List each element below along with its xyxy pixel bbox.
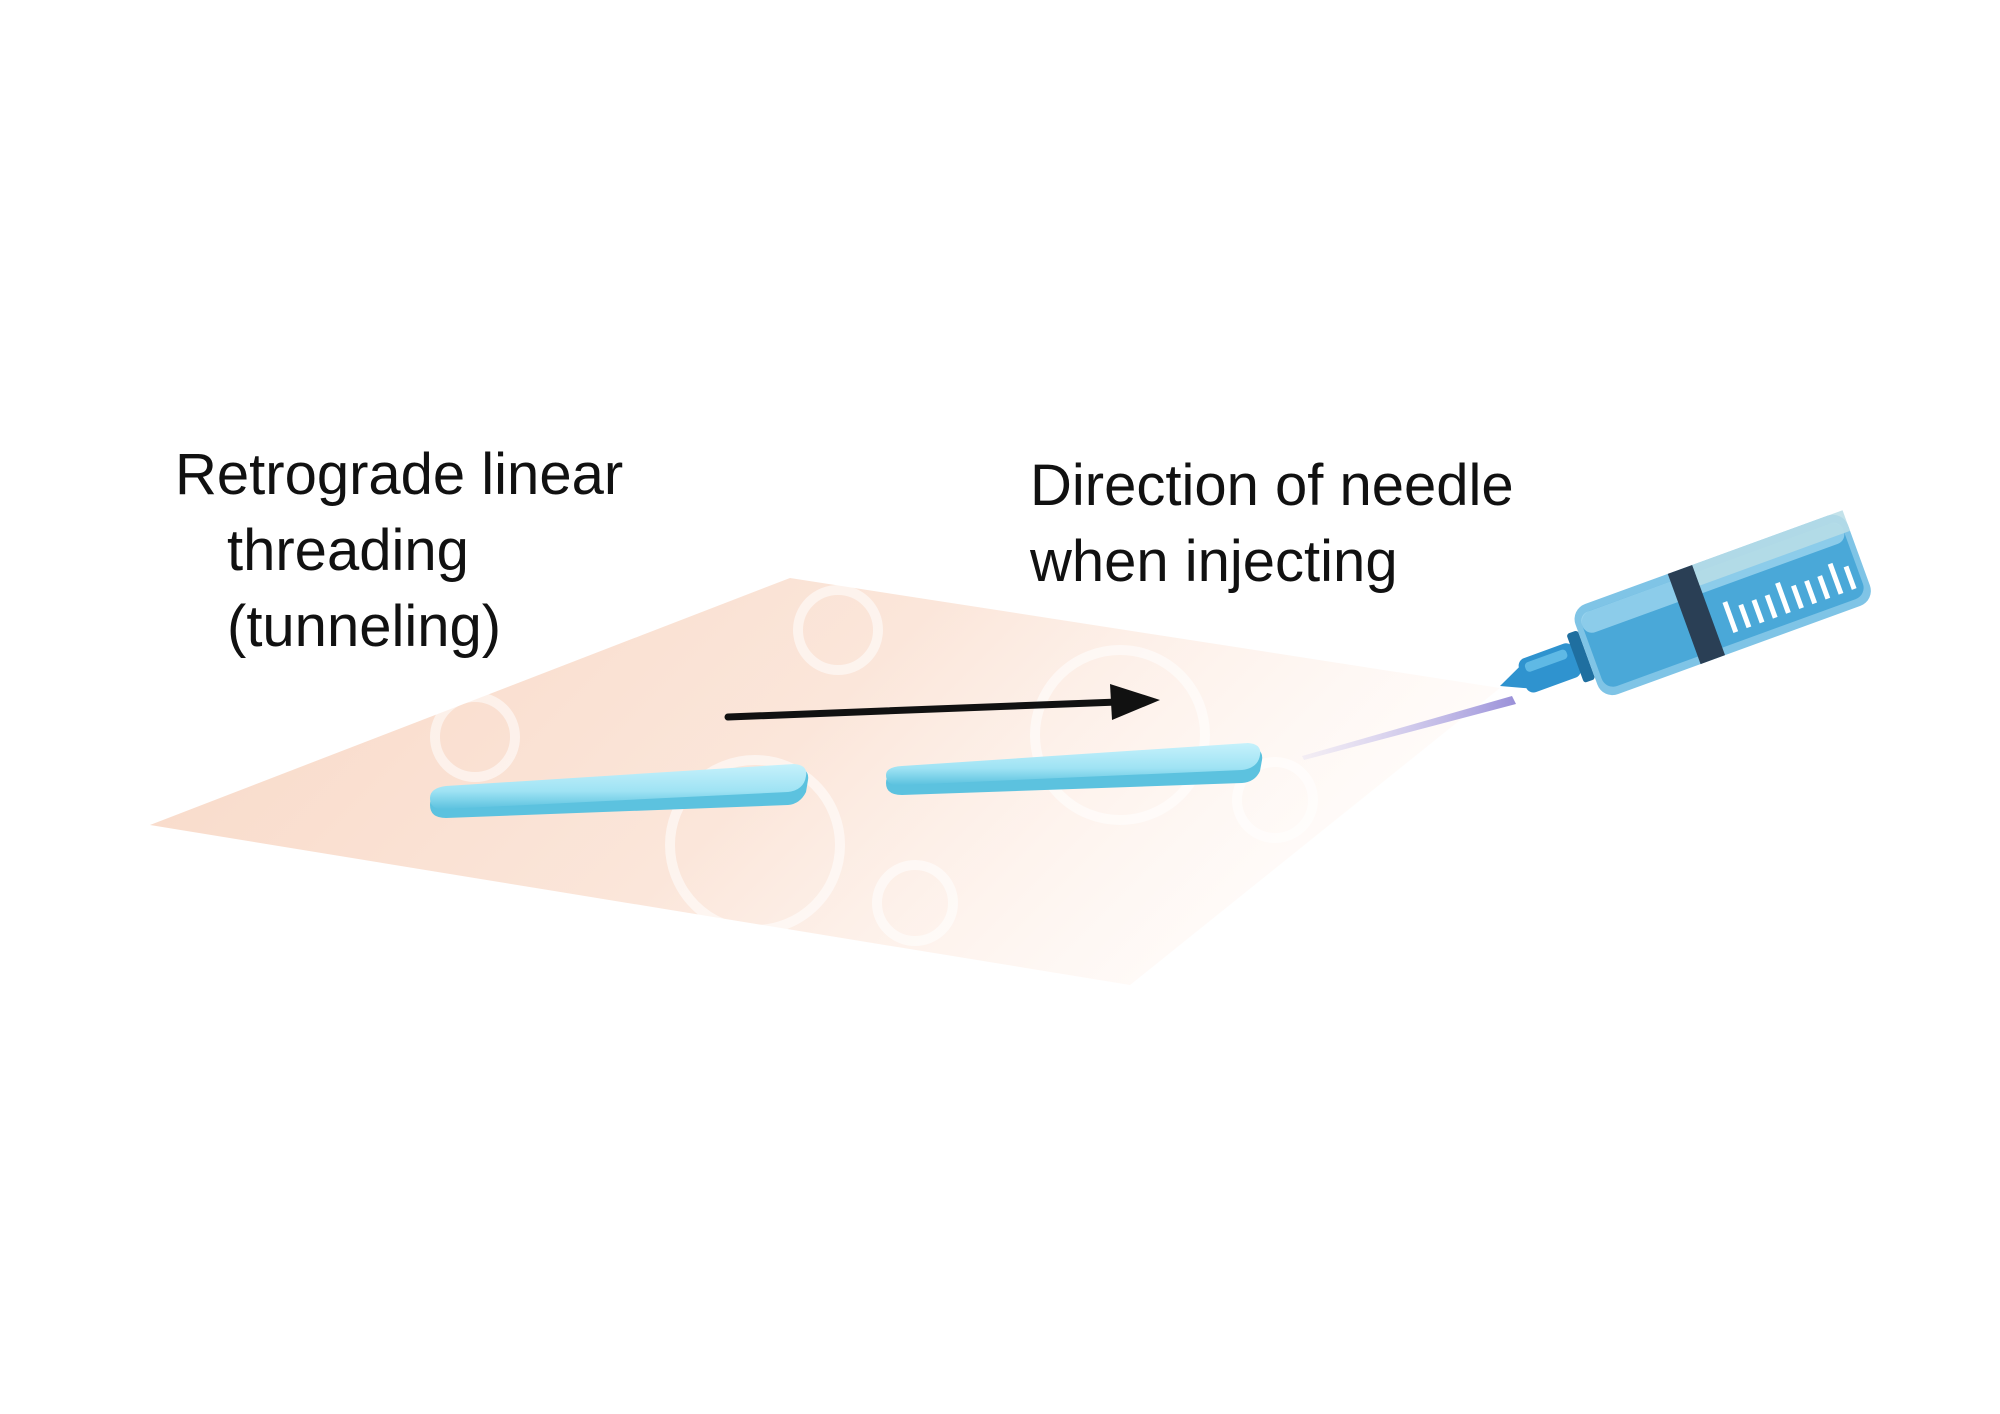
technique-label-line-2: threading xyxy=(227,518,469,583)
technique-label: Retrograde linear threading (tunneling) xyxy=(175,437,623,665)
direction-arrow xyxy=(724,684,1160,721)
syringe-icon xyxy=(1500,510,1871,696)
direction-label-line-2: when injecting xyxy=(1030,529,1398,594)
direction-label-line-1: Direction of needle xyxy=(1030,453,1514,518)
filler-thread-left xyxy=(430,764,809,818)
skin-plane xyxy=(150,578,1500,985)
direction-label: Direction of needle when injecting xyxy=(1030,448,1514,600)
filler-thread-right xyxy=(886,743,1263,795)
needle-shaft xyxy=(1302,696,1516,760)
technique-label-line-1: Retrograde linear xyxy=(175,442,624,507)
technique-label-line-3: (tunneling) xyxy=(227,594,502,659)
watermark xyxy=(430,585,1318,946)
